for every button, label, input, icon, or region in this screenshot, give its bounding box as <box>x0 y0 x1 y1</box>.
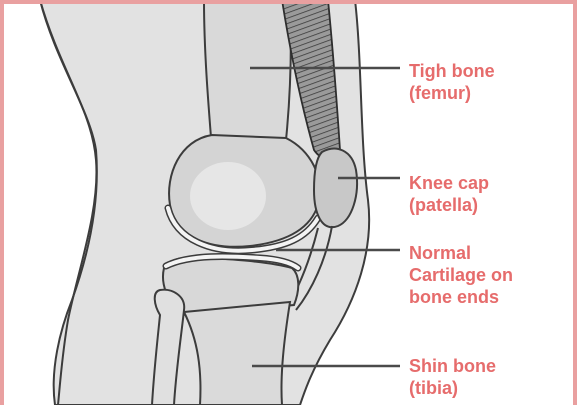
cartilage-label: Normal Cartilage on bone ends <box>409 242 513 308</box>
tibia-label: Shin bone (tibia) <box>409 355 496 399</box>
patella-label: Knee cap (patella) <box>409 172 489 216</box>
femur-label: Tigh bone (femur) <box>409 60 495 104</box>
tibia-shaft <box>184 302 290 405</box>
frame-border-top <box>0 0 577 4</box>
frame-border-left <box>0 0 4 405</box>
frame-border-right <box>573 0 577 405</box>
femur-shaft <box>204 0 291 150</box>
